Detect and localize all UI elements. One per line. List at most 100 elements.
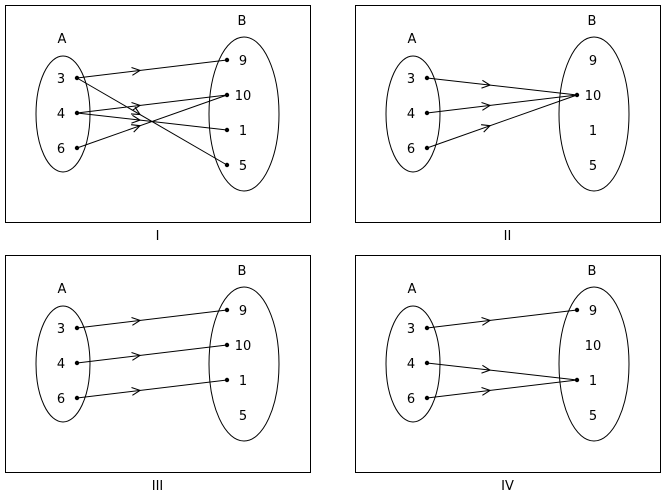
- set-a-dot: [74, 110, 80, 116]
- set-a-dot: [424, 395, 430, 401]
- arrowhead-4-to-1: [481, 364, 492, 374]
- set-b-element: 5: [239, 159, 247, 174]
- panel-4: A B 3 4 6 9 10 1 5IV: [355, 255, 661, 494]
- set-b-dot: [574, 377, 580, 383]
- arrow-3-to-10: [426, 77, 578, 96]
- arrow-3-to-9: [426, 309, 578, 329]
- panel-frame: [355, 5, 661, 223]
- arrow-6-to-1: [426, 379, 578, 399]
- arrowhead-4-to-10: [131, 351, 142, 361]
- arrowhead-6-to-1: [131, 386, 142, 396]
- arrow-4-to-10: [76, 94, 228, 114]
- set-b-oval: [208, 286, 280, 442]
- arrowhead-3-to-9: [481, 316, 492, 326]
- set-b-dot: [224, 127, 230, 133]
- panel-1: A B 3 4 6 9 10 1 5I: [5, 5, 311, 244]
- arrow-6-to-10: [76, 94, 228, 149]
- set-b-element: 1: [239, 374, 247, 389]
- arrowhead-3-to-5: [130, 106, 142, 116]
- set-b-dot: [224, 307, 230, 313]
- set-b-element: 1: [589, 124, 597, 139]
- arrow-6-to-10: [426, 94, 578, 149]
- set-b-element: 1: [239, 124, 247, 139]
- set-b-element: 10: [585, 339, 602, 354]
- set-a-element: 4: [407, 107, 415, 122]
- panel-caption: I: [156, 229, 160, 244]
- arrowhead-4-to-10: [131, 101, 142, 111]
- set-a-label: A: [58, 32, 67, 47]
- set-b-element: 5: [239, 409, 247, 424]
- set-a-dot: [74, 395, 80, 401]
- set-a-element: 6: [57, 392, 65, 407]
- set-b-element: 9: [239, 304, 247, 319]
- arrowhead-6-to-10: [481, 124, 492, 133]
- panel-caption: III: [152, 479, 164, 494]
- set-b-element: 1: [589, 374, 597, 389]
- set-a-dot: [74, 145, 80, 151]
- set-b-element: 9: [239, 54, 247, 69]
- set-a-element: 6: [57, 142, 65, 157]
- set-a-element: 6: [407, 392, 415, 407]
- arrowhead-6-to-10: [131, 124, 142, 133]
- set-b-label: B: [238, 264, 247, 279]
- set-b-element: 10: [235, 339, 252, 354]
- arrowhead-4-to-1: [131, 114, 142, 124]
- set-a-label: A: [58, 282, 67, 297]
- set-b-label: B: [238, 14, 247, 29]
- set-b-dot: [224, 162, 230, 168]
- set-a-element: 3: [57, 72, 65, 87]
- set-a-element: 3: [407, 322, 415, 337]
- set-b-label: B: [588, 264, 597, 279]
- set-a-label: A: [408, 282, 417, 297]
- set-a-dot: [424, 360, 430, 366]
- arrow-4-to-10: [426, 94, 578, 114]
- set-a-label: A: [408, 32, 417, 47]
- arrow-3-to-9: [76, 59, 228, 79]
- set-a-oval: [35, 305, 91, 423]
- set-a-element: 4: [407, 357, 415, 372]
- panel-frame: [355, 255, 661, 473]
- set-a-element: 3: [407, 72, 415, 87]
- set-a-element: 6: [407, 142, 415, 157]
- set-a-dot: [424, 110, 430, 116]
- set-b-element: 5: [589, 159, 597, 174]
- set-b-dot: [224, 342, 230, 348]
- arrowhead-4-to-10: [481, 101, 492, 111]
- panel-frame: [5, 255, 311, 473]
- set-a-element: 4: [57, 107, 65, 122]
- set-b-oval: [208, 36, 280, 192]
- arrowhead-6-to-1: [481, 386, 492, 396]
- set-b-label: B: [588, 14, 597, 29]
- set-b-element: 10: [585, 89, 602, 104]
- set-b-dot: [224, 57, 230, 63]
- set-a-dot: [424, 325, 430, 331]
- set-a-oval: [385, 55, 441, 173]
- set-b-dot: [574, 92, 580, 98]
- set-b-element: 9: [589, 304, 597, 319]
- panel-caption: IV: [501, 479, 514, 494]
- set-b-dot: [224, 377, 230, 383]
- arrow-4-to-10: [76, 344, 228, 364]
- set-b-element: 5: [589, 409, 597, 424]
- panel-frame: [5, 5, 311, 223]
- set-a-dot: [424, 75, 430, 81]
- arrow-6-to-1: [76, 379, 228, 399]
- set-b-element: 10: [235, 89, 252, 104]
- set-a-dot: [74, 360, 80, 366]
- set-b-dot: [224, 92, 230, 98]
- set-b-dot: [574, 307, 580, 313]
- set-a-dot: [74, 325, 80, 331]
- arrow-4-to-1: [426, 362, 578, 381]
- set-a-dot: [74, 75, 80, 81]
- set-a-element: 3: [57, 322, 65, 337]
- arrow-3-to-9: [76, 309, 228, 329]
- arrowhead-3-to-10: [481, 79, 492, 89]
- arrowhead-3-to-9: [131, 66, 142, 76]
- set-a-dot: [424, 145, 430, 151]
- set-a-element: 4: [57, 357, 65, 372]
- panel-caption: II: [504, 229, 512, 244]
- arrowhead-3-to-9: [131, 316, 142, 326]
- set-b-oval: [558, 36, 630, 192]
